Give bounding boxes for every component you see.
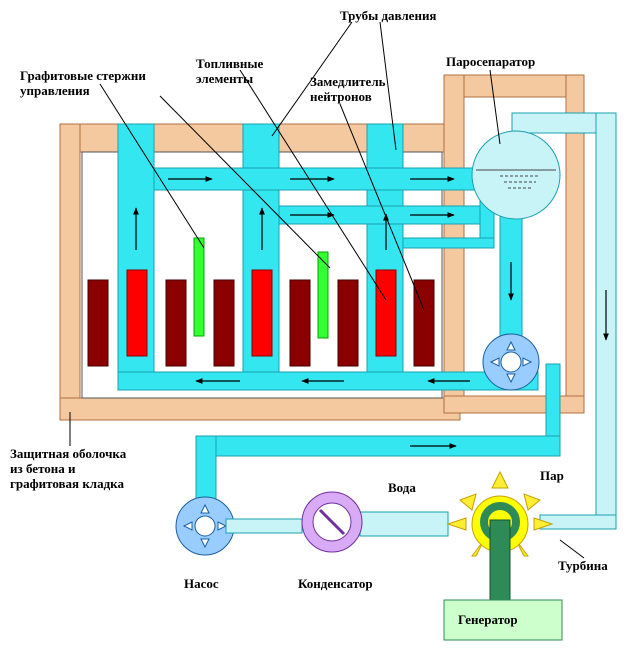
label-control-rods: Графитовые стержни управления bbox=[20, 68, 146, 98]
turbine bbox=[446, 470, 554, 605]
label-containment: Защитная оболочка из бетона и графитовая… bbox=[10, 446, 127, 491]
generator bbox=[443, 599, 563, 641]
label-condenser: Конденсатор bbox=[298, 576, 373, 591]
label-pressure-tubes: Трубы давления bbox=[340, 8, 437, 23]
label-moderator: Замедлитель нейтронов bbox=[310, 74, 386, 104]
label-fuel-elements: Топливные элементы bbox=[196, 56, 264, 86]
steam-separator bbox=[471, 130, 561, 220]
label-water: Вода bbox=[388, 480, 416, 495]
label-turbine: Турбина bbox=[558, 558, 608, 573]
control-rods bbox=[193, 237, 329, 339]
condenser bbox=[225, 491, 363, 553]
main-pump bbox=[175, 496, 235, 556]
circulation-pump bbox=[482, 333, 540, 391]
leader-lines bbox=[69, 21, 585, 559]
graphite-blocks bbox=[87, 279, 435, 367]
label-separator: Пароcепаратор bbox=[446, 54, 536, 69]
label-steam: Пар bbox=[540, 468, 564, 483]
label-pump: Насос bbox=[184, 576, 219, 591]
label-generator: Генератор bbox=[458, 612, 518, 627]
